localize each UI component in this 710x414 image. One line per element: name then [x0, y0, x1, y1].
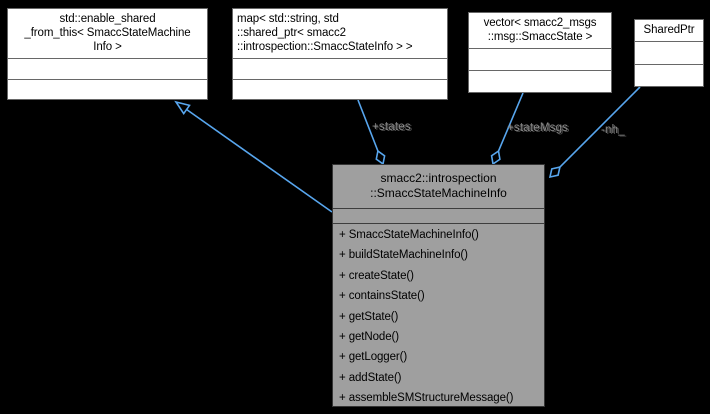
- methods-compartment: [469, 71, 611, 92]
- methods-compartment: [635, 65, 703, 87]
- method-item: + assembleSMStructureMessage(): [339, 392, 514, 405]
- class-box-enable-shared-from-this[interactable]: std::enable_shared _from_this< SmaccStat…: [7, 8, 208, 100]
- class-name-line: vector< smacc2_msgs: [483, 17, 597, 29]
- inheritance-edge: [174, 100, 333, 213]
- attributes-compartment: [8, 59, 207, 80]
- method-item: + containsState(): [339, 290, 425, 303]
- class-name-line: Info >: [93, 41, 122, 53]
- class-name-line: ::msg::SmaccState >: [487, 31, 593, 43]
- class-name-line: ::shared_ptr< smacc2: [237, 27, 346, 39]
- aggregation-edge-nh: [548, 86, 641, 179]
- edge-label-states: +states: [372, 121, 411, 133]
- class-name-line: smacc2::introspection: [380, 171, 497, 185]
- method-item: + getNode(): [339, 331, 399, 344]
- aggregation-edge-statemsgs: [490, 92, 524, 166]
- method-item: + addState(): [339, 371, 402, 384]
- edge-label-nh: -nh_: [601, 124, 625, 136]
- methods-compartment: + SmaccStateMachineInfo() + buildStateMa…: [333, 224, 544, 409]
- class-name-line: std::enable_shared: [59, 13, 156, 25]
- method-item: + buildStateMachineInfo(): [339, 249, 468, 262]
- edge-label-statemsgs: +stateMsgs: [507, 122, 569, 134]
- class-box-map-sharedptr-smaccstateinfo[interactable]: map< std::string, std ::shared_ptr< smac…: [232, 8, 448, 100]
- class-name-line: ::introspection::SmaccStateInfo > >: [237, 41, 413, 53]
- class-name-line: ::SmaccStateMachineInfo: [370, 186, 507, 200]
- class-name: std::enable_shared _from_this< SmaccStat…: [8, 9, 207, 59]
- attributes-compartment: [333, 209, 544, 224]
- class-box-smacc-state-machine-info: smacc2::introspection ::SmaccStateMachin…: [332, 164, 545, 407]
- class-box-sharedptr[interactable]: SharedPtr: [634, 19, 704, 87]
- methods-compartment: [8, 80, 207, 100]
- method-item: + getLogger(): [339, 351, 408, 364]
- attributes-compartment: [233, 59, 447, 80]
- class-name: vector< smacc2_msgs ::msg::SmaccState >: [469, 13, 611, 49]
- class-name-line: map< std::string, std: [237, 13, 339, 25]
- methods-compartment: [233, 80, 447, 100]
- class-box-vector-smaccstate[interactable]: vector< smacc2_msgs ::msg::SmaccState >: [468, 12, 612, 93]
- attributes-compartment: [635, 42, 703, 65]
- class-name-line: _from_this< SmaccStateMachine: [24, 27, 191, 39]
- method-item: + getState(): [339, 310, 399, 323]
- method-item: + createState(): [339, 269, 414, 282]
- class-name-line: SharedPtr: [643, 24, 695, 36]
- class-name: SharedPtr: [635, 20, 703, 42]
- attributes-compartment: [469, 49, 611, 71]
- class-name: map< std::string, std ::shared_ptr< smac…: [233, 9, 447, 59]
- method-item: + SmaccStateMachineInfo(): [339, 229, 479, 241]
- aggregation-edge-states: [357, 99, 386, 166]
- class-name: smacc2::introspection ::SmaccStateMachin…: [333, 165, 544, 209]
